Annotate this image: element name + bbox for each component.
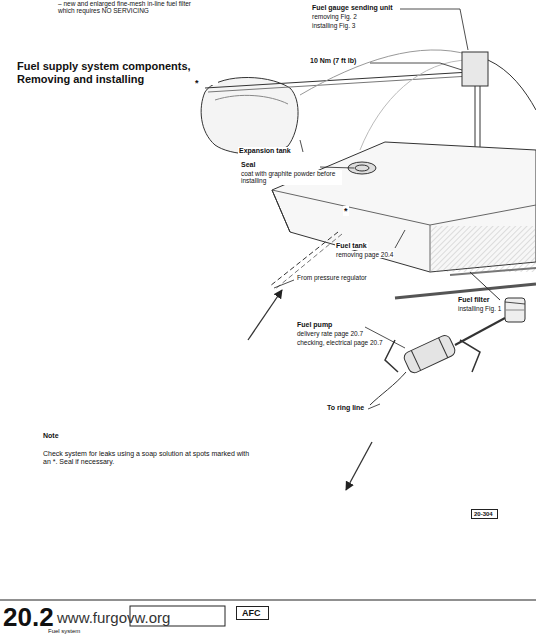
flow-arrow xyxy=(346,442,372,490)
page-title: Fuel supply system components, Removing … xyxy=(16,60,218,85)
callout-label: removing Fig. 2 xyxy=(311,13,358,20)
callout-label: To ring line xyxy=(326,404,365,412)
callout-label: Expansion tank xyxy=(238,147,292,155)
box-text: AFC xyxy=(242,608,263,618)
callout-label: Note xyxy=(42,432,60,440)
callout-label: checking, electrical page 20.7 xyxy=(296,339,384,346)
callout-label: Check system for leaks using a soap solu… xyxy=(42,450,252,466)
ring-line xyxy=(370,372,406,405)
callout-label: delivery rate page 20.7 xyxy=(296,330,364,337)
callout-label: * xyxy=(343,206,349,216)
fuel-filter xyxy=(505,298,525,322)
vent-line xyxy=(205,72,470,88)
callout-label: – new and enlarged fine-mesh in-line fue… xyxy=(57,0,199,15)
fuel-pump xyxy=(402,334,457,375)
callout-label: Fuel tank xyxy=(335,242,368,250)
callout-label: From pressure regulator xyxy=(296,274,368,281)
callout-label: 10 Nm (7 ft lb) xyxy=(309,57,357,65)
model-code-box: AFC xyxy=(236,606,269,620)
callout-label: * xyxy=(194,78,200,88)
figure-number-box: 20-304 xyxy=(471,509,498,519)
callout-label: removing page 20.4 xyxy=(335,251,394,258)
callout-label: Fuel gauge sending unit xyxy=(311,4,394,12)
footer-rule xyxy=(0,599,536,600)
leader-line xyxy=(274,9,525,409)
callout-label: Seal xyxy=(240,161,256,169)
watermark: www.furgovw.org xyxy=(56,609,171,626)
callout-label: Fuel system xyxy=(47,628,81,635)
callout-label: installing Fig. 3 xyxy=(311,22,356,29)
callout-label: coat with graphite powder before install… xyxy=(240,170,342,185)
pump-bracket xyxy=(385,340,398,372)
callout-label: Fuel filter xyxy=(457,296,491,304)
callout-label: installing Fig. 1 xyxy=(457,305,502,312)
box-text: 20-304 xyxy=(474,511,495,517)
flow-arrow xyxy=(248,290,282,340)
callout-label: Fuel pump xyxy=(296,321,333,329)
fuel-gauge-sending-unit xyxy=(462,52,488,86)
